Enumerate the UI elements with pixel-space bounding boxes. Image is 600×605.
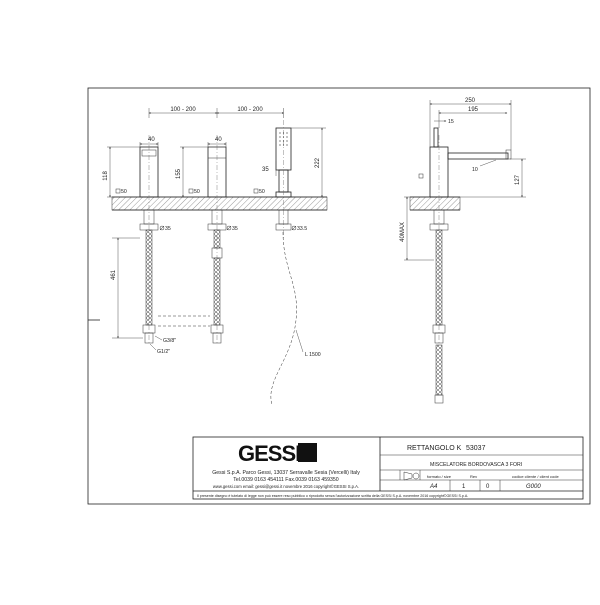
mixer-body-left	[139, 135, 159, 345]
projection-symbol	[403, 471, 420, 481]
g38-label: G3/8"	[163, 338, 176, 344]
dimension-width-40a: 40	[139, 137, 159, 147]
label-diameter-35-b: 35	[226, 225, 238, 232]
dim-h35-label: 35	[262, 167, 269, 173]
dimension-spacing-a: 100 - 200	[148, 107, 218, 118]
dimension-spacing-b: 100 - 200	[216, 107, 284, 118]
dim-w250-label: 250	[465, 98, 476, 104]
dim-h155-label: 155	[176, 168, 182, 179]
dimension-height-222: 222	[291, 127, 326, 198]
dim-40max-label: 40MAX	[400, 222, 406, 242]
mixer-body-middle	[207, 135, 227, 345]
label-square-50-a: 50	[115, 188, 127, 195]
label-square-50-b: 50	[188, 188, 200, 195]
format-value: A4	[429, 484, 438, 490]
dim-w40a-label: 40	[148, 137, 155, 143]
rev-value: 0	[486, 484, 490, 490]
gessi-logo: GESSI	[238, 441, 317, 466]
dim-h222-label: 222	[315, 157, 321, 168]
title-block	[192, 436, 584, 500]
dimension-width-195: 195	[438, 107, 508, 128]
product-description: MISCELATORE BORDOVASCA 3 FORI	[430, 462, 522, 468]
label-thread-g38: G3/8"	[154, 335, 176, 344]
company-phone: Tel.0039 0163 454111 Fax.0039 0163 45935…	[233, 477, 338, 483]
hand-shower	[270, 120, 297, 406]
side-square-marker	[418, 173, 424, 179]
dim-d10-label: 10	[472, 167, 478, 173]
dimension-40max: 40MAX	[400, 196, 434, 261]
dim-h127-label: 127	[515, 174, 521, 185]
label-format: formato / size	[427, 474, 452, 479]
sq50c-label: 50	[259, 189, 265, 195]
client-code-value: G000	[526, 484, 541, 490]
d35b-label: 35	[232, 226, 238, 232]
logo-text: GESSI	[238, 441, 300, 466]
dim-h461-label: 461	[111, 269, 117, 280]
dimension-height-461: 461	[111, 237, 143, 339]
dimension-width-250: 250	[429, 98, 512, 150]
company-address: Gessi S.p.A. Parco Gessi, 13037 Serraval…	[212, 470, 360, 476]
g12-label: G1/2"	[157, 349, 170, 355]
sheet-frame	[87, 87, 591, 505]
dim-w195-label: 195	[468, 107, 479, 113]
d33-5-label: 33.5	[297, 226, 307, 232]
label-client-code: codice cliente / client code	[512, 474, 559, 479]
sq50b-label: 50	[194, 189, 200, 195]
product-name: RETTANGOLO K	[407, 445, 462, 452]
dimension-height-127: 127	[460, 158, 526, 198]
dimension-height-35: 35	[262, 161, 277, 176]
d35a-label: 35	[165, 226, 171, 232]
product-code: 53037	[466, 445, 486, 452]
dimension-height-155: 155	[176, 146, 208, 198]
dimension-width-40b: 40	[207, 137, 227, 147]
sq50a-label: 50	[121, 189, 127, 195]
dimension-height-118: 118	[103, 146, 140, 198]
company-web: www.gessi.com email: gessi@gessi.it nove…	[213, 484, 359, 489]
dim-w40b-label: 40	[215, 137, 222, 143]
dim-spacing-a-label: 100 - 200	[170, 107, 196, 113]
dim-w15-label: 15	[448, 119, 454, 125]
label-rev: Rev	[470, 474, 477, 479]
legal-note: Il presente disegno è tutelato di legge …	[197, 494, 468, 498]
label-hose-length: L 1500	[295, 329, 321, 358]
dimension-depth-10: 10	[472, 159, 497, 173]
hose-length-label: L 1500	[305, 352, 321, 358]
scale-value: 1	[462, 484, 466, 490]
dimension-width-15: 15	[434, 119, 454, 125]
label-square-50-c: 50	[253, 188, 265, 195]
dim-spacing-b-label: 100 - 200	[237, 107, 263, 113]
label-diameter-33-5: 33.5	[291, 225, 307, 232]
side-view	[409, 127, 512, 404]
dim-h118-label: 118	[103, 171, 109, 181]
label-thread-g12: G1/2"	[149, 343, 170, 355]
deck-front	[111, 196, 328, 211]
label-diameter-35-a: 35	[159, 225, 171, 232]
